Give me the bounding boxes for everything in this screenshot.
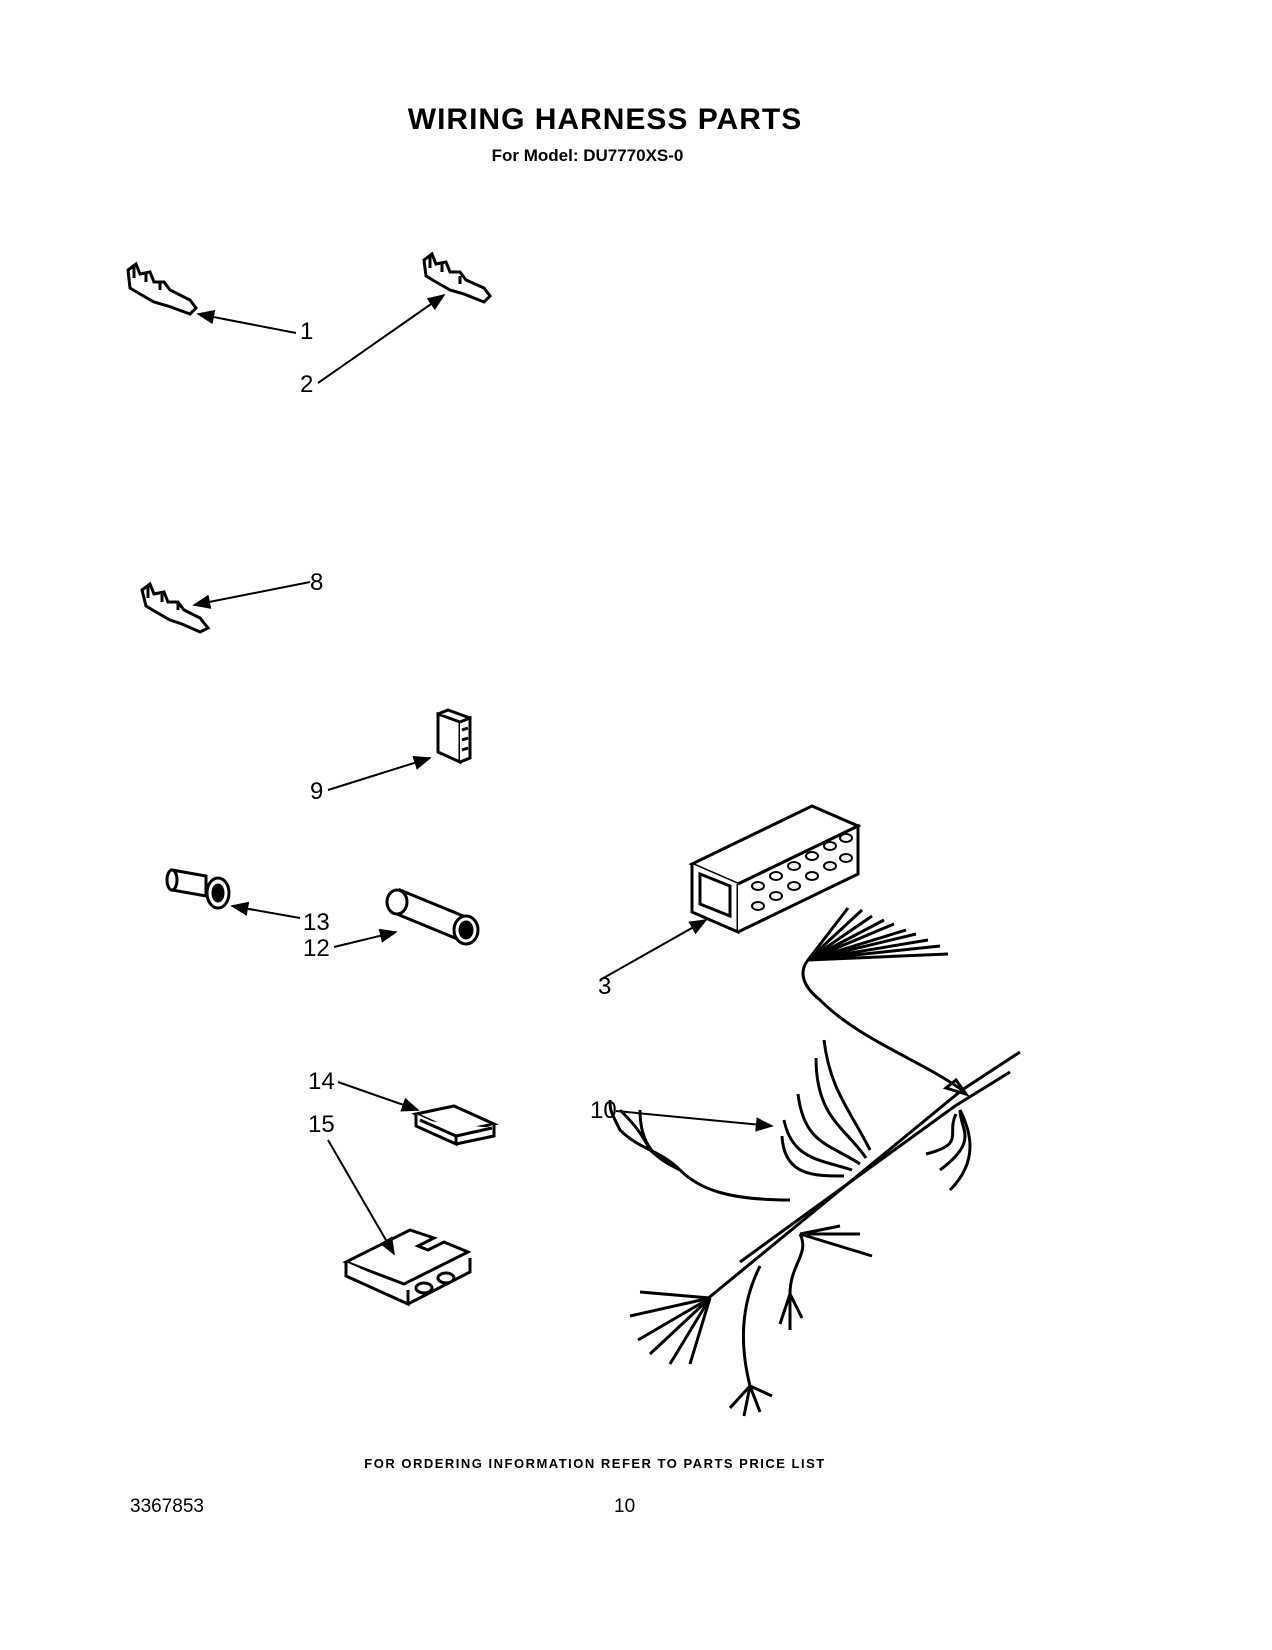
document-number: 3367853 xyxy=(130,1496,204,1517)
callout-label: 2 xyxy=(300,371,313,398)
ordering-note: FOR ORDERING INFORMATION REFER TO PARTS … xyxy=(364,1456,826,1471)
callout-label: 13 xyxy=(303,909,330,936)
terminal-icon xyxy=(422,251,492,304)
callout-label: 10 xyxy=(590,1097,617,1124)
callout-label: 15 xyxy=(308,1111,335,1138)
wire-harness-icon xyxy=(608,907,1021,1417)
multi-pin-connector-icon xyxy=(688,804,862,935)
plug-sleeve-icon xyxy=(165,868,231,910)
callout-label: 14 xyxy=(308,1068,335,1095)
callout-label: 12 xyxy=(303,935,330,962)
clip-icon xyxy=(411,1104,499,1147)
callout-label: 8 xyxy=(310,569,323,596)
page-number: 10 xyxy=(614,1496,636,1517)
connector-block-icon xyxy=(436,708,472,765)
model-subtitle: For Model: DU7770XS-0 xyxy=(491,146,684,165)
housing-icon xyxy=(342,1228,472,1307)
terminal-icon xyxy=(126,261,198,316)
callout-label: 9 xyxy=(310,778,323,805)
callout-label: 1 xyxy=(300,318,313,345)
tube-sleeve-icon xyxy=(385,888,480,946)
terminal-icon xyxy=(140,581,211,634)
callout-label: 3 xyxy=(598,973,611,1000)
page-title: WIRING HARNESS PARTS xyxy=(407,103,803,136)
